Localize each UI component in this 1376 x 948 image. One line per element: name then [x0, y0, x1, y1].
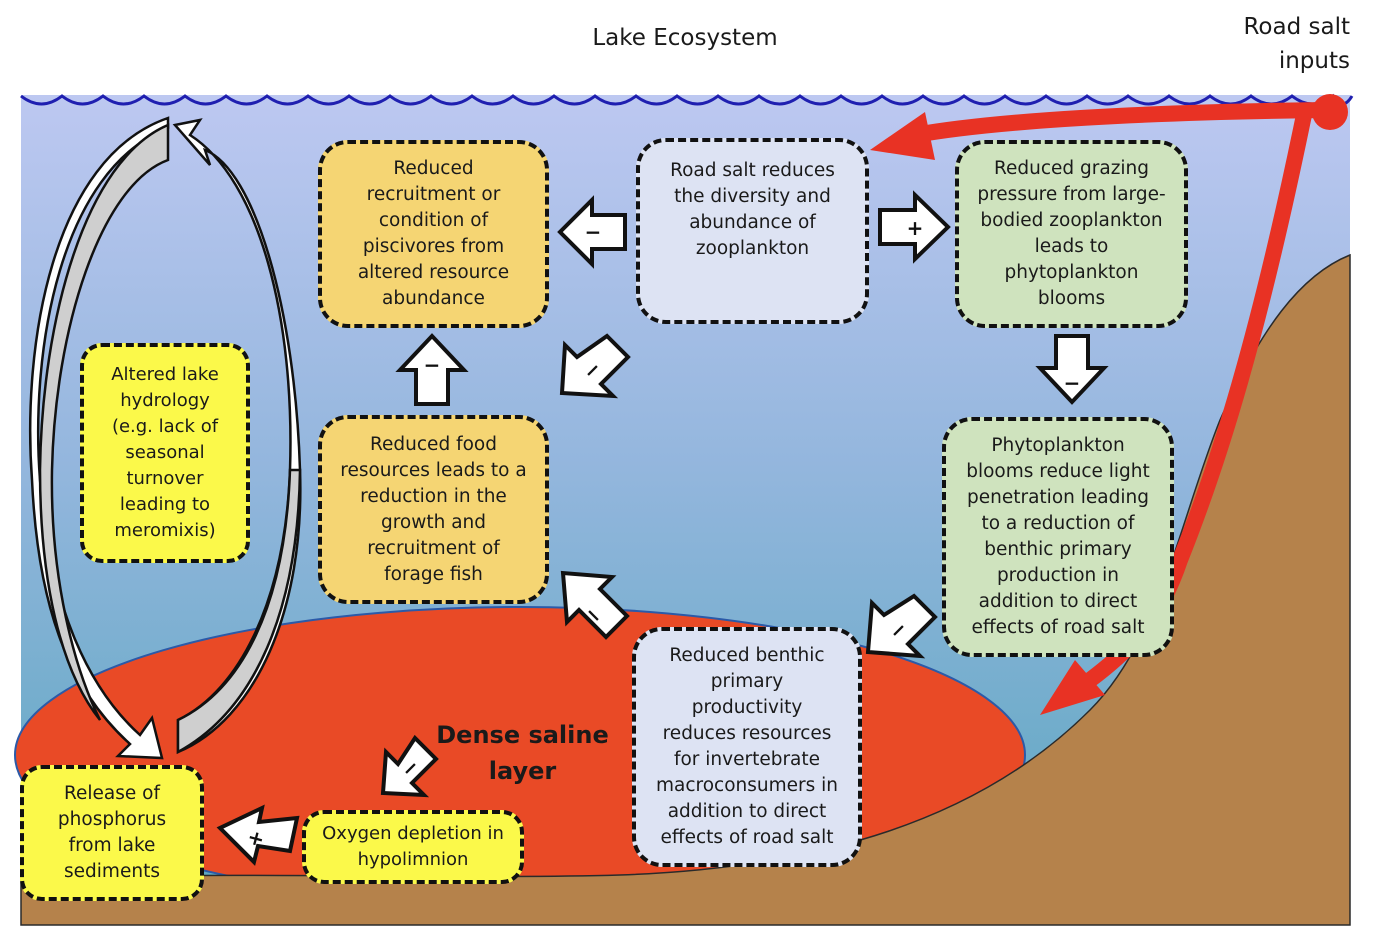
sign-zooplankton-to-grazing: +: [907, 216, 924, 240]
box-oxygen-text: Oxygen depletion in hypolimnion: [322, 823, 504, 870]
box-phosphorus: Release of phosphorus from lake sediment…: [20, 765, 204, 901]
diagram-title: Lake Ecosystem: [592, 25, 778, 51]
sign-zooplankton-to-piscivores: −: [585, 220, 602, 244]
arrow-zooplankton-to-piscivores: [557, 195, 627, 269]
box-piscivores: Reduced recruitment or condition of pisc…: [318, 140, 549, 328]
arrow-benthic-to-forage-fish: [560, 570, 630, 640]
box-oxygen: Oxygen depletion in hypolimnion: [302, 810, 524, 884]
dense-saline-layer-label: Dense saline layer: [436, 721, 609, 785]
box-grazing: Reduced grazing pressure from large- bod…: [955, 140, 1188, 328]
box-grazing-text: Reduced grazing pressure from large- bod…: [977, 158, 1166, 309]
box-benthic: Reduced benthic primary productivity red…: [632, 627, 862, 867]
road-salt-inputs-label: Road salt inputs: [1243, 14, 1350, 74]
box-forage-fish: Reduced food resources leads to a reduct…: [318, 415, 549, 604]
box-hydrology: Altered lake hydrology (e.g. lack of sea…: [80, 343, 250, 563]
arrow-zooplankton-to-grazing: [878, 190, 951, 264]
sign-forage-fish-to-piscivores: −: [424, 353, 441, 377]
arrow-grazing-to-phytoplankton: [1035, 334, 1109, 405]
arrow-saline-to-oxygen: [380, 734, 439, 798]
box-forage-fish-text: Reduced food resources leads to a reduct…: [340, 433, 527, 585]
sign-oxygen-to-phosphorus: +: [245, 824, 267, 852]
arrow-phytoplankton-to-benthic: [865, 593, 938, 659]
box-zooplankton: Road salt reduces the diversity and abun…: [636, 138, 869, 324]
box-zooplankton-text: Road salt reduces the diversity and abun…: [670, 160, 835, 259]
arrow-zooplankton-to-forage-fish: [559, 333, 631, 399]
sign-grazing-to-phytoplankton: −: [1064, 371, 1081, 395]
box-phytoplankton: Phytoplankton blooms reduce light penetr…: [942, 417, 1174, 657]
box-benthic-text: Reduced benthic primary productivity red…: [655, 645, 839, 848]
box-phosphorus-text: Release of phosphorus from lake sediment…: [57, 783, 167, 882]
box-phytoplankton-text: Phytoplankton blooms reduce light penetr…: [966, 435, 1150, 638]
arrow-oxygen-to-phosphorus: [216, 804, 300, 866]
box-piscivores-text: Reduced recruitment or condition of pisc…: [357, 158, 510, 309]
arrow-forage-fish-to-piscivores: [395, 333, 469, 406]
turnover-loop-arrows: [29, 116, 302, 760]
water-surface-wave: [20, 93, 1354, 106]
effect-arrows: [216, 190, 1109, 866]
box-hydrology-text: Altered lake hydrology (e.g. lack of sea…: [111, 364, 219, 541]
